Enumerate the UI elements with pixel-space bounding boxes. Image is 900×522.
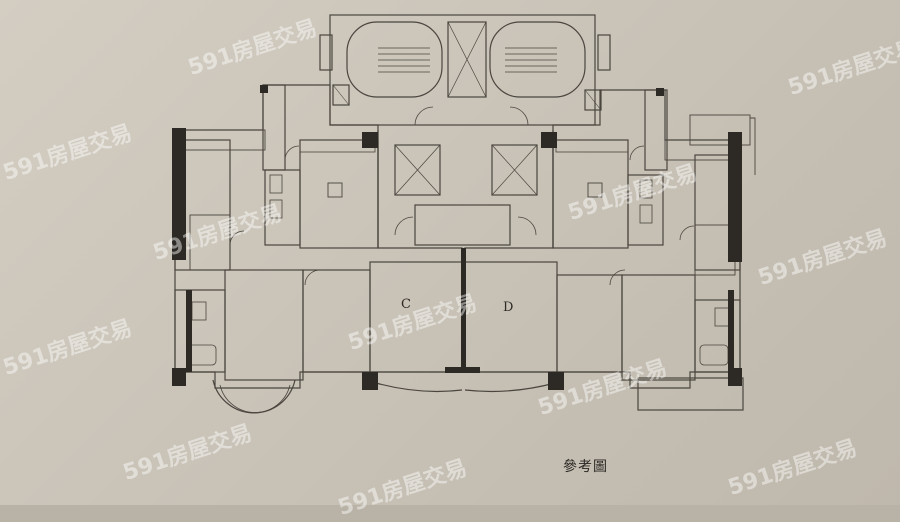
unit-label-c: C <box>401 297 411 312</box>
unit-c-kitchen-dining <box>299 139 379 249</box>
reference-caption: 參考圖 <box>563 459 608 475</box>
unit-d <box>464 89 756 411</box>
stair-right-treads <box>505 47 557 73</box>
unit-d-bath-1 <box>627 174 664 246</box>
stair-left <box>346 21 443 98</box>
unit-d-bedroom-2 <box>621 274 696 381</box>
unit-c-bedroom-3 <box>302 269 371 373</box>
unit-label-d: D <box>503 300 514 315</box>
unit-d-balcony-curve <box>464 382 556 393</box>
top-core <box>319 14 611 126</box>
unit-c-balcony-curve <box>375 382 463 393</box>
unit-d-service-balcony <box>644 89 668 171</box>
unit-c-bedroom-2 <box>224 269 304 381</box>
floor-plan-drawing <box>172 14 756 414</box>
elevator-right <box>491 144 538 196</box>
unit-d-balcony <box>637 377 744 411</box>
core-outline <box>329 14 596 126</box>
stair-right <box>489 21 586 98</box>
stair-left-treads <box>378 47 430 73</box>
unit-d-kitchen-dining <box>552 139 629 249</box>
structural-columns <box>172 85 742 390</box>
unit-c-living <box>369 261 463 373</box>
unit-c <box>174 84 463 414</box>
unit-c-service-balcony <box>262 84 286 171</box>
unit-d-bedroom-3 <box>556 274 623 373</box>
entry-corridor <box>414 204 511 246</box>
elevator-lobby <box>377 130 554 248</box>
shaft-center <box>447 21 487 98</box>
unit-d-living <box>464 261 558 373</box>
elevator-left <box>394 144 441 196</box>
